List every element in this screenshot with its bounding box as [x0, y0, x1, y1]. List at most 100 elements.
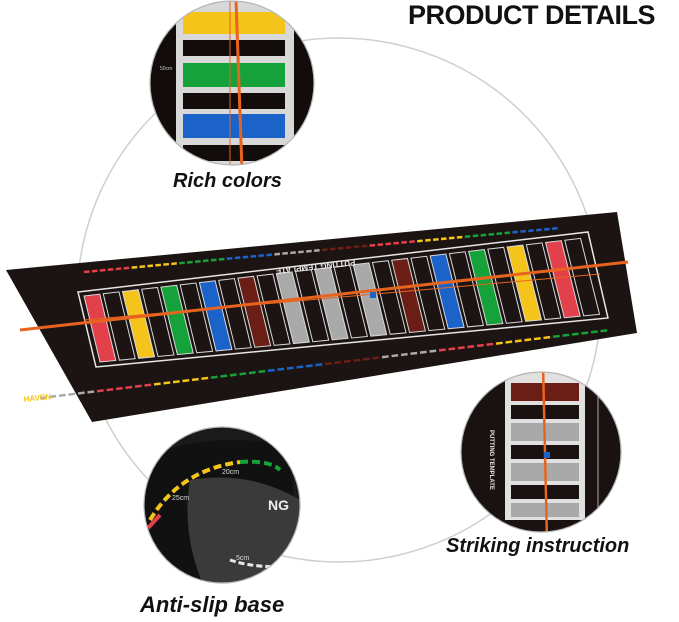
scale-tick [296, 365, 304, 369]
scale-tick [410, 351, 418, 356]
scale-tick [505, 340, 513, 344]
caption-rich-colors: Rich colors [173, 170, 282, 192]
mat-stripe [237, 275, 272, 348]
svg-text:50cm: 50cm [160, 66, 172, 72]
scale-tick [286, 366, 294, 370]
scale-tick [571, 332, 579, 336]
scale-tick [250, 254, 257, 258]
mat-stripe [487, 246, 523, 324]
scale-tick [107, 268, 114, 272]
scale-tick [353, 358, 361, 362]
scale-tick [315, 363, 323, 367]
scale-tick [282, 251, 289, 255]
scale-tick [425, 238, 431, 242]
scale-tick [125, 385, 133, 390]
scale-tick [362, 357, 370, 361]
scale-tick [536, 228, 542, 232]
scale-tick [267, 368, 275, 373]
mat-frame [77, 231, 609, 368]
scale-top [83, 226, 558, 274]
page-title: PRODUCT DETAILS [408, 0, 656, 30]
scale-tick [438, 348, 446, 352]
scale-tick [202, 259, 209, 263]
mat-stripe [371, 260, 407, 335]
scale-tick [139, 265, 146, 269]
scale-tick [512, 230, 519, 234]
mat-stripe [314, 266, 349, 341]
scale-tick [480, 233, 487, 237]
mat-stripe [333, 264, 368, 339]
mat-stripe [467, 249, 504, 326]
mat-stripe [198, 280, 233, 352]
scale-tick [77, 391, 85, 395]
scale-tick [298, 250, 304, 254]
scale-tick [543, 335, 551, 340]
mat-stripe [410, 255, 446, 332]
scale-tick [385, 242, 392, 246]
scale-tick [391, 354, 399, 358]
scale-tick [476, 343, 484, 348]
scale-tick [218, 257, 225, 261]
mat-stripe [102, 291, 136, 361]
mat-stripe [275, 271, 310, 345]
scale-tick [191, 377, 199, 382]
scale-tick [562, 333, 570, 337]
scale-bottom [39, 329, 608, 400]
mat-stripe [352, 262, 388, 337]
zoom-striking-instruction: PUTTING TEMPLATE [461, 372, 621, 532]
scale-tick [552, 334, 560, 339]
scale-tick [210, 258, 217, 262]
scale-tick [343, 359, 351, 363]
scale-tick [381, 355, 389, 359]
mat-stripe [564, 237, 601, 317]
scale-tick [305, 364, 313, 368]
scale-tick [155, 263, 162, 267]
scale-tick [448, 236, 455, 240]
anti-slip-label-5cm: 5cm [236, 555, 249, 562]
scale-tick [115, 386, 123, 391]
mat-stripe [217, 278, 252, 350]
scale-tick [361, 244, 368, 248]
zoom-striking-ring [460, 371, 622, 533]
zoom-anti-slip: 20cm 25cm 5cm NG [144, 427, 300, 583]
mat-stripe [256, 273, 291, 346]
scale-tick [486, 342, 494, 346]
svg-text:PUTTING TEMPLATE: PUTTING TEMPLATE [488, 430, 494, 490]
mat-stripe [391, 257, 427, 334]
scale-tick [440, 237, 447, 241]
scale-tick [49, 394, 57, 399]
mat-stripe [83, 293, 117, 363]
aim-line [19, 260, 629, 332]
scale-tick [68, 392, 76, 396]
mat-stripe [294, 269, 330, 343]
scale-tick [179, 261, 185, 265]
mat-stripe [448, 251, 485, 328]
scale-tick [134, 384, 142, 388]
scale-tick [345, 246, 352, 250]
scale-tick [106, 388, 114, 392]
scale-tick [210, 375, 218, 379]
scale-tick [419, 350, 427, 354]
scale-tick [58, 393, 66, 397]
scale-tick [131, 265, 138, 269]
scale-tick [353, 245, 360, 249]
scale-tick [274, 252, 281, 256]
scale-tick [163, 381, 171, 385]
scale-tick [182, 378, 190, 383]
zoom-rich-colors-ring [149, 0, 315, 166]
putting-mat: PUTTING TEMPLATE HAVEN [6, 212, 637, 422]
scale-tick [581, 331, 589, 335]
scale-tick [258, 254, 265, 258]
scale-tick [417, 239, 423, 243]
scale-tick [147, 264, 154, 268]
scale-tick [472, 234, 479, 238]
scale-tick [551, 226, 558, 230]
scale-tick [329, 247, 336, 251]
mat-stripe [160, 284, 194, 356]
scale-tick [242, 255, 249, 259]
scale-tick [306, 249, 312, 253]
scale-tick [229, 373, 237, 377]
scale-tick [83, 270, 90, 274]
